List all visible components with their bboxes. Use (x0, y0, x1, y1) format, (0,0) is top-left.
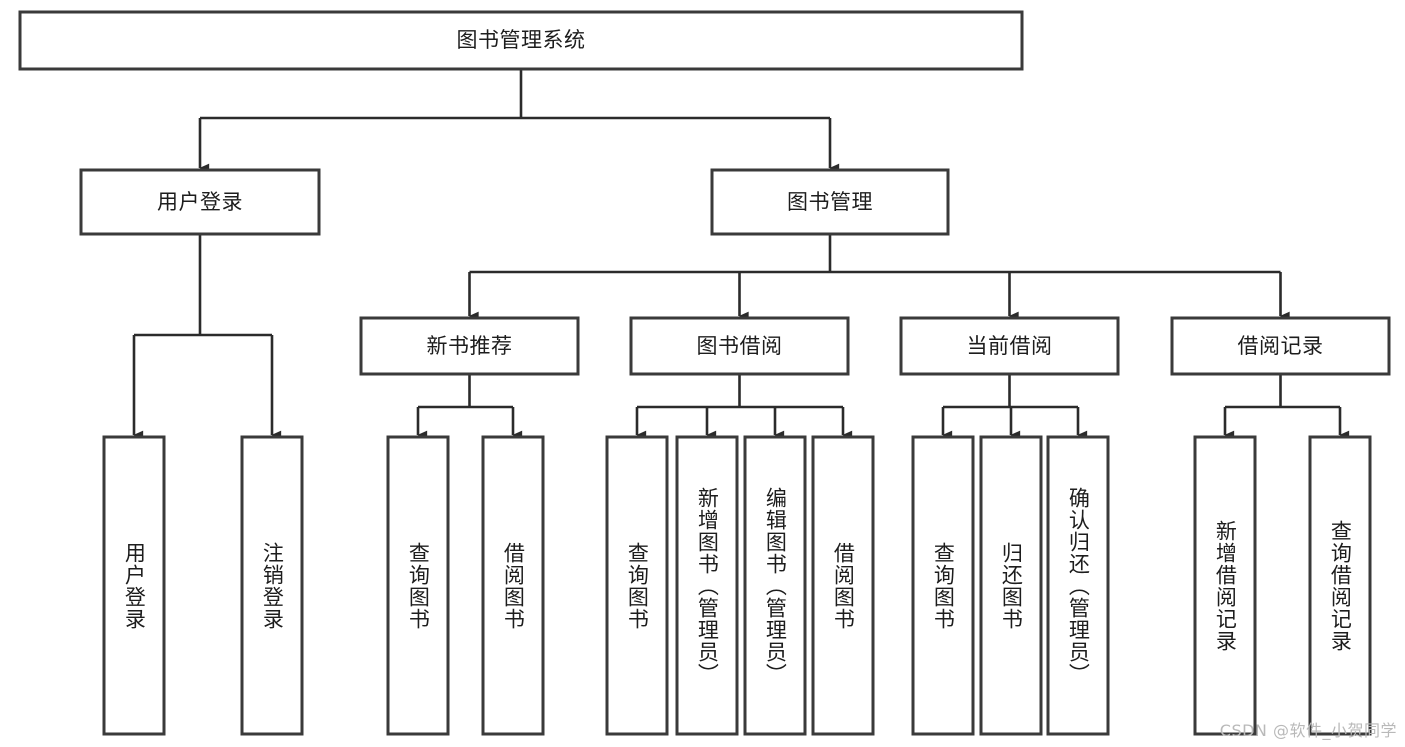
watermark-text: CSDN @软件_小贺同学 (1219, 721, 1397, 740)
node-leaf-bb-query-book[interactable] (605, 435, 669, 736)
node-leaf-cb-return-book[interactable] (979, 435, 1043, 736)
node-book-manage[interactable] (710, 168, 950, 236)
node-leaf-bb-edit-book[interactable] (743, 435, 807, 736)
node-leaf-user-logout[interactable] (240, 435, 304, 736)
node-root[interactable] (18, 10, 1024, 71)
node-current-borrow[interactable] (899, 316, 1120, 376)
node-new-book-recommend[interactable] (359, 316, 580, 376)
boxes-layer (18, 10, 1391, 736)
node-borrow-record[interactable] (1170, 316, 1391, 376)
node-user-login[interactable] (79, 168, 321, 236)
node-leaf-cb-confirm-return[interactable] (1046, 435, 1110, 736)
node-leaf-bb-borrow-book[interactable] (811, 435, 875, 736)
node-leaf-br-add-record[interactable] (1193, 435, 1257, 736)
node-leaf-bb-add-book[interactable] (675, 435, 739, 736)
node-leaf-rec-query-book[interactable] (386, 435, 450, 736)
node-leaf-user-login[interactable] (102, 435, 166, 736)
node-leaf-rec-borrow-book[interactable] (481, 435, 545, 736)
connectors-layer (132, 69, 1350, 440)
node-leaf-br-query-record[interactable] (1308, 435, 1372, 736)
node-leaf-cb-query-book[interactable] (911, 435, 975, 736)
node-book-borrow[interactable] (629, 316, 850, 376)
